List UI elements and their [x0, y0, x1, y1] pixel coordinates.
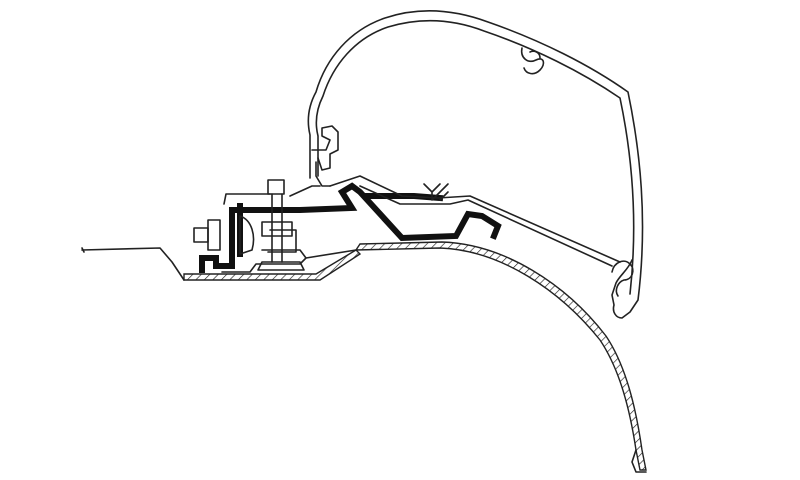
bolt-shank: [271, 193, 283, 263]
case-top-clip: [520, 47, 545, 75]
awning-case-outer: [307, 10, 644, 319]
adapter-profile: [199, 182, 502, 273]
case-left-clip: [311, 125, 339, 171]
side-bolt: [193, 227, 209, 243]
case-top-clip-inner: [529, 50, 541, 59]
y-groove: [423, 183, 449, 201]
bolt-head: [267, 179, 285, 195]
profile-upper-line: [329, 175, 621, 263]
case-left-clip-2: [315, 161, 331, 187]
rubber-pad: [239, 215, 255, 255]
upper-bracket: [223, 185, 321, 205]
profile-lower-line: [359, 185, 613, 267]
inner-plate-2: [261, 249, 307, 259]
roof-end-hook: [631, 449, 647, 473]
clamp-bracket: [267, 229, 297, 253]
vehicle-body-outline-2: [81, 247, 85, 253]
roof-panel-curve: [354, 241, 647, 471]
awning-case-inner: [315, 19, 635, 295]
clamp-foot: [257, 261, 305, 271]
inner-plate: [221, 249, 357, 273]
vehicle-body-outline: [81, 247, 185, 281]
nut: [261, 221, 293, 237]
side-washer: [207, 219, 221, 251]
